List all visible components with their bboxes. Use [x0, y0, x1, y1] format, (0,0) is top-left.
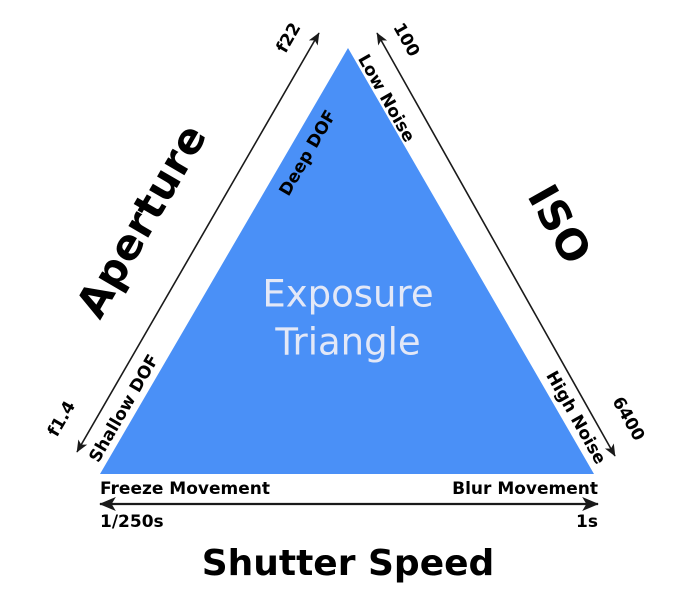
center-label-line2: Triangle — [274, 321, 420, 364]
iso-title: ISO — [518, 176, 601, 272]
aperture-title: Aperture — [66, 115, 216, 326]
aperture-axis-arrow — [76, 32, 320, 453]
iso-top-value: 100 — [389, 20, 424, 61]
iso-axis-arrow — [376, 32, 616, 457]
aperture-top-value: f22 — [273, 20, 306, 57]
aperture-bottom-value: f1.4 — [44, 398, 80, 441]
shutter-speed-title: Shutter Speed — [202, 543, 495, 584]
iso-bottom-value: 6400 — [608, 393, 649, 444]
shutter-left-effect: Freeze Movement — [100, 479, 270, 499]
exposure-triangle-shape — [100, 48, 594, 474]
shutter-right-value: 1s — [576, 512, 598, 532]
center-label-line1: Exposure — [262, 273, 433, 316]
shutter-right-effect: Blur Movement — [452, 479, 598, 499]
shutter-left-value: 1/250s — [100, 512, 164, 532]
